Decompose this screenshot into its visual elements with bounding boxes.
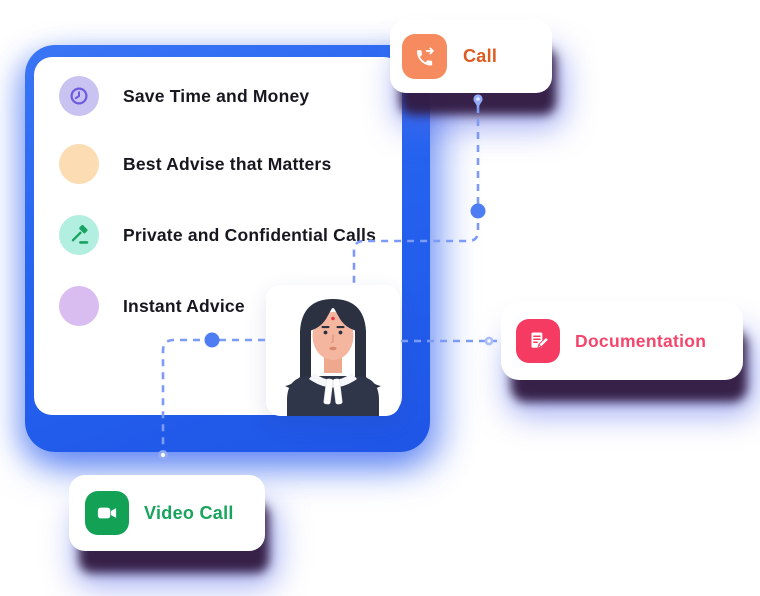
documentation-badge[interactable]: Documentation [501, 302, 743, 380]
video-call-badge-label: Video Call [144, 502, 234, 523]
feature-label: Instant Advice [123, 295, 245, 316]
connector-node [470, 203, 486, 219]
feature-row-save-time: Save Time and Money [59, 76, 309, 116]
video-camera-icon [85, 491, 129, 535]
outgoing-call-icon [402, 34, 447, 79]
bullet-circle [59, 144, 99, 184]
feature-label: Save Time and Money [123, 85, 310, 106]
feature-label: Best Advise that Matters [123, 153, 332, 174]
call-badge[interactable]: Call [390, 20, 552, 93]
video-call-badge[interactable]: Video Call [69, 475, 265, 551]
gavel-icon [59, 215, 99, 255]
feature-row-instant-advice: Instant Advice [59, 286, 245, 326]
bullet-circle [59, 286, 99, 326]
document-edit-icon [516, 319, 560, 363]
feature-row-private-calls: Private and Confidential Calls [59, 215, 376, 255]
lawyer-avatar [285, 299, 381, 416]
connector-end-dot [484, 336, 494, 346]
call-badge-label: Call [463, 46, 498, 66]
lawyer-avatar-card [266, 285, 400, 416]
documentation-badge-label: Documentation [575, 330, 707, 351]
feature-label: Private and Confidential Calls [123, 224, 376, 245]
connector-pin [473, 94, 483, 108]
feature-row-best-advise: Best Advise that Matters [59, 144, 331, 184]
clock-icon [59, 76, 99, 116]
